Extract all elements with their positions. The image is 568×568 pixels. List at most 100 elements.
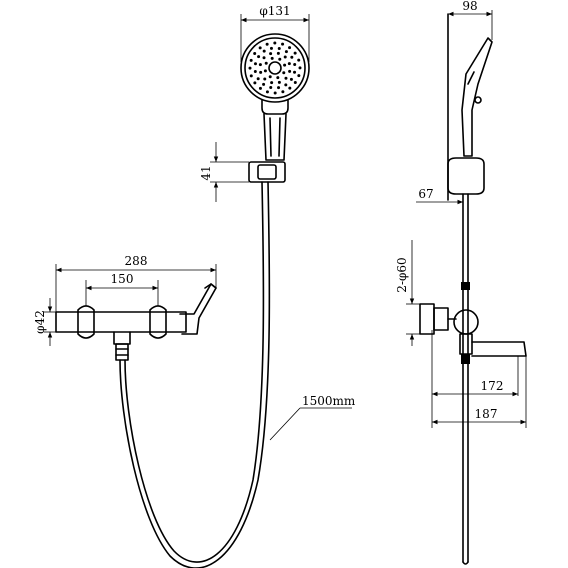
dimension-holder-height: 41 [199, 142, 249, 202]
nozzle-dot [289, 77, 293, 81]
shower-head-nozzles [248, 41, 302, 95]
dimension-spout-172: 172 [431, 330, 519, 428]
nozzle-dot [297, 74, 301, 78]
dimension-mixer-width: 288 [55, 254, 217, 312]
dimension-mount-diameter: 2-φ60 [395, 240, 420, 346]
nozzle-dot [282, 71, 286, 75]
dim-label-spout-172: 172 [481, 379, 504, 393]
nozzle-dot [284, 76, 288, 80]
nozzle-dot [276, 51, 280, 55]
nozzle-dot [298, 66, 302, 70]
nozzle-dot [288, 69, 292, 73]
nozzle-dot [257, 55, 261, 59]
nozzle-dot [253, 81, 257, 85]
nozzle-dot [256, 77, 260, 81]
nozzle-dot [273, 91, 277, 95]
mixer-body [55, 311, 187, 333]
nozzle-dot [262, 49, 266, 53]
nozzle-dot [293, 81, 297, 85]
nozzle-dot [293, 62, 297, 66]
nozzle-dot [270, 81, 274, 85]
nozzle-dot [276, 76, 280, 80]
nozzle-dot [281, 90, 285, 94]
nozzle-dot [269, 52, 273, 56]
side-holder [447, 157, 485, 195]
nozzle-dot [283, 63, 287, 67]
hose-nut [115, 343, 129, 361]
nozzle-dot [284, 83, 288, 87]
dimension-side-width: 98 [448, 0, 493, 40]
dimension-spout-187: 187 [432, 356, 527, 428]
side-outlet [459, 333, 473, 355]
nozzle-dot [290, 55, 294, 59]
nozzle-dot [258, 86, 262, 90]
nozzle-dot [249, 74, 253, 78]
side-shower-head-detail [467, 71, 475, 85]
nozzle-dot [259, 70, 263, 74]
side-valve-body [453, 309, 479, 335]
nozzle-dot [293, 51, 297, 55]
hose-outlet [113, 331, 131, 345]
dimension-body-diameter: φ42 [33, 298, 56, 346]
hand-shower-front [240, 33, 310, 161]
side-shower-button [474, 96, 482, 104]
nozzle-dot [248, 66, 252, 70]
dim-label-spout-187: 187 [475, 407, 498, 421]
nozzle-dot [270, 56, 274, 60]
nozzle-dot [263, 77, 267, 81]
dimension-rail-offset: 67 [416, 187, 463, 205]
mixer-front [55, 283, 217, 361]
dimension-hose-length: 1500mm [269, 394, 356, 441]
nozzle-dot [283, 55, 287, 59]
side-outlet-nut [461, 354, 470, 364]
side-wall-flange [419, 303, 435, 335]
nozzle-dot [263, 69, 267, 73]
side-spout [471, 341, 527, 357]
dim-label-head-diameter: φ131 [259, 4, 290, 18]
nozzle-dot [273, 41, 277, 45]
nozzle-dot [249, 58, 253, 62]
side-view [419, 13, 527, 565]
dim-label-side-width: 98 [462, 0, 477, 13]
nozzle-dot [284, 50, 288, 54]
nozzle-dot [277, 46, 281, 50]
wall-mount-left [77, 305, 95, 339]
shower-handle [263, 113, 287, 161]
shower-head-face [244, 37, 306, 99]
shower-hose [119, 181, 271, 568]
nozzle-dot [253, 62, 257, 66]
nozzle-dot [297, 58, 301, 62]
nozzle-dot [277, 86, 281, 90]
holder-bracket [248, 161, 286, 183]
dim-label-mount-diameter: 2-φ60 [395, 257, 409, 292]
nozzle-dot [269, 46, 273, 50]
nozzle-dot [278, 57, 282, 61]
side-rail-end [462, 561, 469, 565]
nozzle-dot [264, 61, 268, 65]
nozzle-dot [262, 56, 266, 60]
nozzle-dot [288, 86, 292, 90]
dim-label-holder-height: 41 [199, 165, 213, 180]
nozzle-dot [268, 75, 272, 79]
shower-holder [248, 161, 286, 183]
dimension-head-diameter: φ131 [240, 4, 310, 62]
dim-label-body-diameter: φ42 [33, 310, 47, 334]
shower-head-neck [261, 99, 289, 115]
dim-label-handle-spacing: 150 [111, 272, 134, 286]
nozzle-dot [262, 82, 266, 86]
nozzle-dot [253, 51, 257, 55]
nozzle-dot [287, 62, 291, 66]
mixer-lever-tip [204, 283, 217, 289]
shower-head-outer-ring [240, 33, 310, 103]
dim-label-hose-length: 1500mm [302, 394, 356, 408]
nozzle-dot [265, 42, 269, 46]
nozzle-dot [258, 46, 262, 50]
shower-head-center [268, 61, 282, 75]
side-shower-head [461, 37, 493, 157]
side-wall-flange-inner [433, 307, 449, 331]
holder-socket [257, 164, 277, 180]
shower-handle-groove [278, 117, 281, 157]
nozzle-dot [265, 90, 269, 94]
side-connector-top [461, 282, 470, 290]
